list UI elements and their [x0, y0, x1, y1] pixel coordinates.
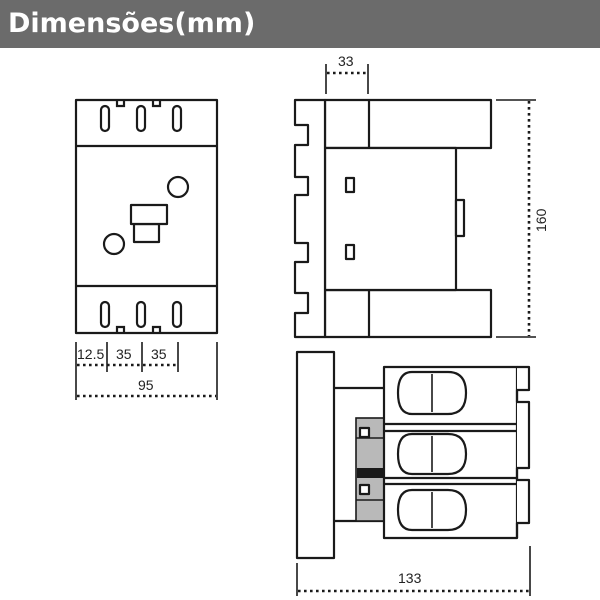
side-view-bottom-block [323, 288, 493, 339]
front-view-dimensions: 12.5 35 35 95 [75, 342, 218, 400]
depth-label: 133 [398, 570, 422, 586]
title-bar: Dimensões(mm) [0, 0, 600, 48]
side-view-right-tab [454, 198, 466, 238]
top-view-rail-base [295, 350, 336, 560]
front-view-terminal-slot [171, 300, 183, 329]
top-view-mechanism-pin [358, 426, 371, 439]
front-view-body [74, 98, 219, 335]
front-view [74, 98, 219, 335]
top-view-terminal [396, 488, 468, 532]
front-view-handle [129, 203, 169, 226]
side-view [293, 98, 493, 339]
front-view-mounting-hole [102, 232, 126, 256]
height-label: 160 [533, 208, 549, 232]
top-view-end-profile [515, 365, 531, 538]
front-view-terminal-slot [135, 104, 147, 133]
front-view-terminal-slot [99, 104, 111, 133]
top-view-mechanism-pin [358, 483, 371, 496]
front-view-terminal-slot [99, 300, 111, 329]
side-view-din-clip [293, 98, 327, 339]
front-view-top-notch [151, 100, 162, 108]
front-view-terminal-slot [171, 104, 183, 133]
side-view-body-tab [344, 176, 356, 194]
top-view [295, 350, 531, 560]
side-view-dimensions: 33 160 [325, 53, 549, 338]
side-view-body-tab [344, 243, 356, 261]
pitch-third-label: 35 [151, 346, 167, 362]
top-view-terminal [396, 370, 468, 416]
page-title: Dimensões(mm) [8, 8, 256, 39]
top-view-dimensions: 133 [296, 546, 531, 596]
top-width-label: 33 [338, 53, 354, 69]
pitch-second-label: 35 [116, 346, 132, 362]
top-view-trip-bar [357, 468, 383, 478]
front-view-bottom-notch [151, 325, 162, 333]
pitch-first-label: 12.5 [77, 346, 104, 362]
top-view-terminal [396, 432, 468, 476]
front-view-handle-base [132, 222, 161, 244]
front-view-top-notch [115, 100, 126, 108]
side-view-top-block [323, 98, 493, 150]
front-view-bottom-notch [115, 325, 126, 333]
front-view-mounting-hole [166, 175, 190, 199]
side-view-body [323, 146, 458, 292]
front-view-terminal-slot [135, 300, 147, 329]
total-width-label: 95 [138, 377, 154, 393]
top-view-body [382, 365, 519, 540]
